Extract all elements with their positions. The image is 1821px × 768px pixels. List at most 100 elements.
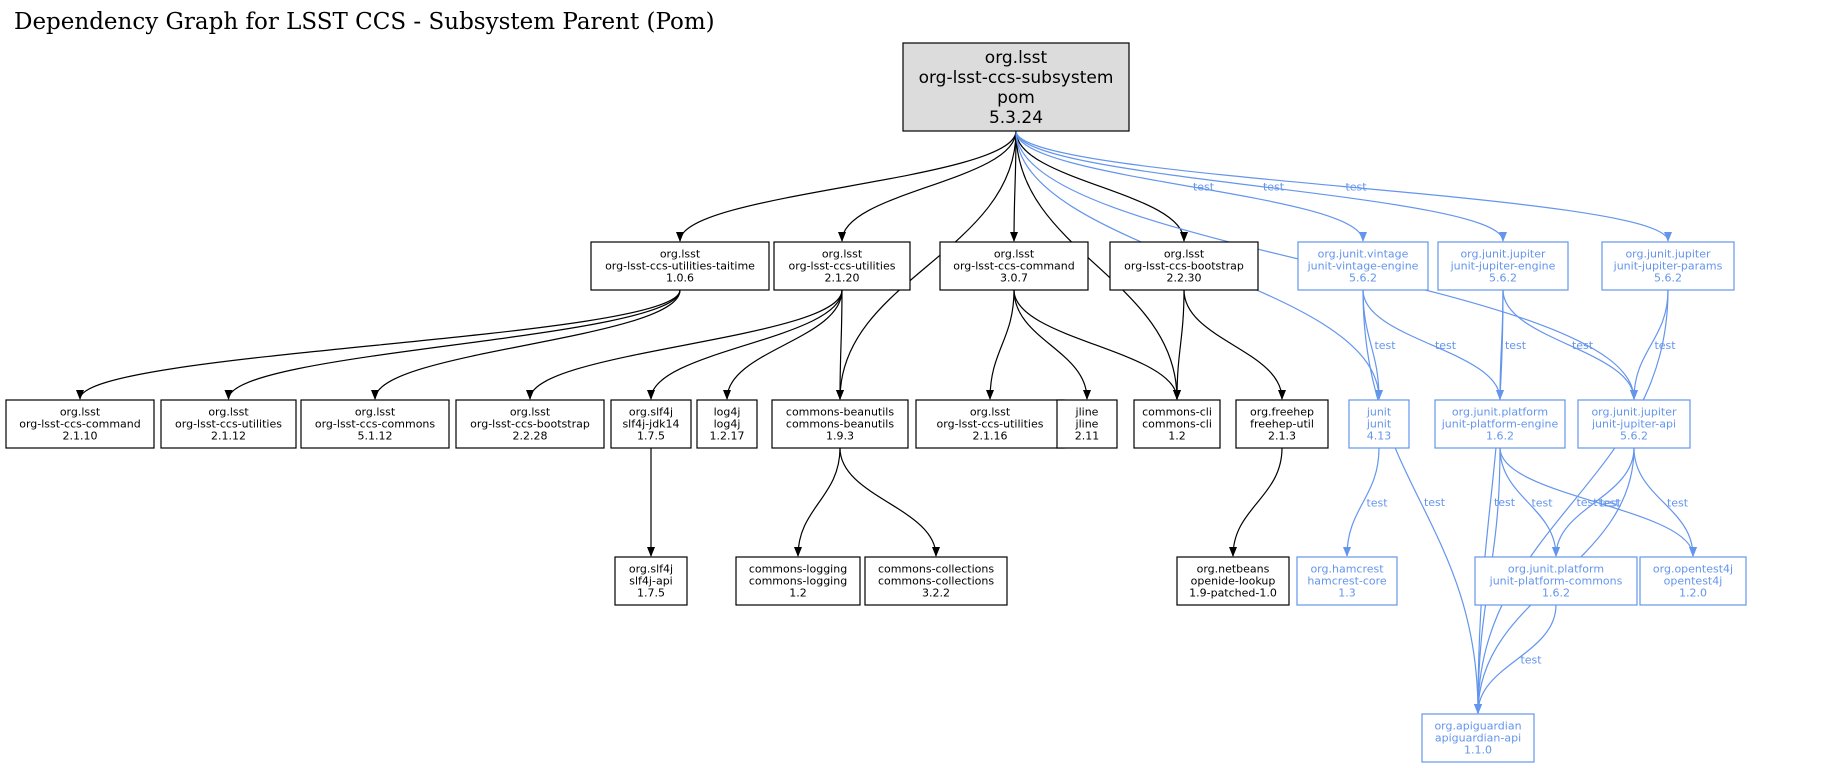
- edge-line: [224, 289, 681, 400]
- edge-label: test: [1520, 654, 1542, 667]
- node-label-line: commons-cli: [1142, 406, 1212, 419]
- edge-root-to-jupengine: test: [1015, 130, 1507, 242]
- node-label-line: org.lsst: [994, 248, 1035, 261]
- edge-utilities-to-beanutils: [836, 289, 845, 400]
- edge-line: [1362, 289, 1482, 714]
- node-label-line: junit-platform-commons: [1489, 575, 1623, 588]
- edge-line: [1474, 604, 1557, 714]
- edge-jupparams-to-jupapi: test: [1630, 289, 1676, 400]
- node-label-line: 2.1.20: [825, 272, 860, 285]
- nodes-layer: org.lsstorg-lsst-ccs-subsystempom5.3.24o…: [5, 42, 1747, 763]
- node-label-line: org-lsst-ccs-command: [953, 260, 1075, 273]
- node-label-line: 5.3.24: [989, 108, 1043, 128]
- edge-jupengine-to-jupapi: test: [1502, 289, 1638, 400]
- node-label-line: org.lsst: [985, 48, 1048, 68]
- node-label-line: org.lsst: [208, 406, 249, 419]
- node-box: [300, 399, 450, 449]
- node-label-line: openide-lookup: [1191, 575, 1276, 588]
- edge-label: test: [1576, 496, 1598, 509]
- edge-line: [986, 289, 1015, 400]
- edge-beanutils-to-collections: [839, 447, 940, 557]
- node-label-line: org.lsst: [1164, 248, 1205, 261]
- node-box: [455, 399, 605, 449]
- node-label-line: opentest4j: [1664, 575, 1723, 588]
- node-label-line: org.junit.jupiter: [1625, 248, 1711, 261]
- node-label-line: 4.13: [1367, 430, 1392, 443]
- node-label-line: org.slf4j: [629, 406, 673, 419]
- edge-line: [1015, 130, 1507, 242]
- edge-line: [1015, 130, 1188, 242]
- node-label-line: 1.2: [1168, 430, 1186, 443]
- node-label-line: org-lsst-ccs-bootstrap: [470, 418, 590, 431]
- edge-command-to-commonscli: [1013, 289, 1181, 400]
- node-label-line: 2.2.30: [1167, 272, 1202, 285]
- node-label-line: junit-jupiter-api: [1591, 418, 1676, 431]
- node-label-line: apiguardian-api: [1435, 732, 1521, 745]
- node-label-line: commons-beanutils: [786, 406, 894, 419]
- node-box: [1601, 241, 1735, 291]
- graph-title: Dependency Graph for LSST CCS - Subsyste…: [14, 9, 715, 35]
- edge-line: [1010, 130, 1019, 242]
- edge-root-to-utilities: [838, 130, 1017, 242]
- node-box: [1296, 556, 1398, 606]
- node-label-line: org-lsst-ccs-utilities: [789, 260, 896, 273]
- node-box: [939, 241, 1089, 291]
- node-label-line: junit: [1366, 406, 1392, 419]
- edge-label: test: [1654, 339, 1676, 352]
- node-label-line: commons-beanutils: [786, 418, 894, 431]
- edge-taitime-to-commons5112: [371, 289, 681, 400]
- edge-jupparams-to-apiguardian: test: [1474, 289, 1669, 714]
- edge-root-to-bootstrap: [1015, 130, 1188, 242]
- node-label-line: 5.6.2: [1489, 272, 1517, 285]
- node-label-line: jline: [1075, 406, 1099, 419]
- node-label-line: slf4j-jdk14: [622, 418, 679, 431]
- node-label-line: hamcrest-core: [1307, 575, 1387, 588]
- edge-line: [1630, 289, 1669, 400]
- node-label-line: 1.0.6: [666, 272, 694, 285]
- node-label-line: 5.6.2: [1654, 272, 1682, 285]
- node-label-line: org.apiguardian: [1434, 720, 1521, 733]
- edge-line: [1015, 130, 1672, 242]
- node-label-line: commons-collections: [878, 575, 994, 588]
- edge-label: test: [1572, 339, 1594, 352]
- edge-line: [1499, 447, 1560, 557]
- edge-root-to-vintage: test: [1015, 130, 1367, 242]
- node-label-line: 2.11: [1075, 430, 1100, 443]
- edge-line: [1343, 447, 1380, 557]
- edge-label: test: [1494, 496, 1516, 509]
- node-label-line: 1.6.2: [1542, 587, 1570, 600]
- edge-utilities-to-slf4jjdk: [647, 289, 843, 400]
- edge-line: [1015, 130, 1367, 242]
- edge-platengine-to-platcommons: test: [1499, 447, 1560, 557]
- edge-vintage-to-apiguardian: test: [1362, 289, 1482, 714]
- edge-bootstrap-to-commonscli: [1173, 289, 1185, 400]
- node-box: [1297, 241, 1429, 291]
- edge-command-to-utilities2116: [986, 289, 1015, 400]
- node-label-line: 2.1.16: [973, 430, 1008, 443]
- node-label-line: 1.2.17: [710, 430, 745, 443]
- edge-label: test: [1667, 497, 1689, 510]
- edge-line: [1183, 289, 1286, 400]
- node-box: [614, 556, 688, 606]
- node-collections: commons-collectionscommons-collections3.…: [864, 556, 1008, 606]
- edge-command-to-jline: [1013, 289, 1091, 400]
- node-label-line: org-lsst-ccs-utilities-taitime: [605, 260, 755, 273]
- edge-line: [1173, 289, 1185, 400]
- edge-line: [1499, 447, 1697, 557]
- node-label-line: log4j: [714, 418, 741, 431]
- node-label-line: junit-platform-engine: [1441, 418, 1559, 431]
- node-box: [1577, 399, 1691, 449]
- node-label-line: org.hamcrest: [1310, 563, 1384, 576]
- node-box: [1109, 241, 1259, 291]
- edge-root-to-command: [1010, 130, 1019, 242]
- node-label-line: jline: [1075, 418, 1099, 431]
- node-label-line: org.junit.jupiter: [1460, 248, 1546, 261]
- node-label-line: 3.2.2: [922, 587, 950, 600]
- node-taitime: org.lsstorg-lsst-ccs-utilities-taitime1.…: [590, 241, 770, 291]
- node-box: [1133, 399, 1221, 449]
- edge-label: test: [1424, 496, 1446, 509]
- edge-beanutils-to-commonslogging: [794, 447, 841, 557]
